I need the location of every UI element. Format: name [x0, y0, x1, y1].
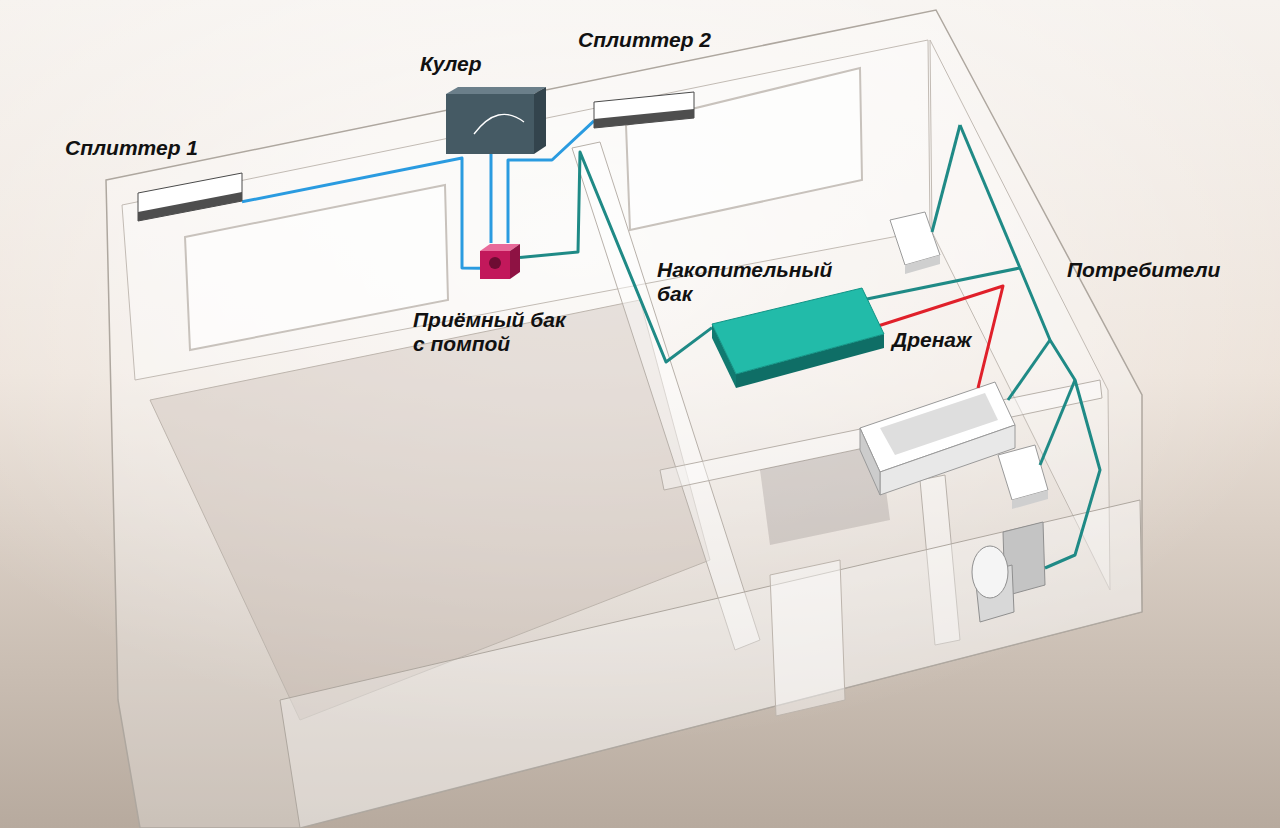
split-unit: Сплиттер 1	[138, 173, 242, 221]
node-label: Приёмный бак с помпой	[413, 308, 573, 356]
pipe-connector	[490, 154, 493, 243]
sink	[890, 212, 940, 265]
sink-side	[1012, 490, 1048, 509]
right-wall	[930, 40, 1110, 590]
bathtub-front	[880, 425, 1015, 495]
sink	[998, 445, 1048, 500]
outer-shell	[106, 10, 1142, 828]
front-wall	[280, 500, 1142, 828]
storage-tank-shape	[712, 286, 888, 390]
split-unit-shape	[138, 173, 242, 221]
node-label: Сплиттер 2	[578, 28, 711, 52]
partition-wall	[572, 142, 760, 650]
pipe-connector	[242, 158, 480, 268]
sink-side	[905, 255, 940, 274]
toilet-bowl	[972, 546, 1008, 598]
split-unit: Сплиттер 2	[594, 92, 694, 128]
back-wall	[122, 40, 930, 380]
right-window	[626, 68, 862, 230]
left-window	[185, 185, 448, 350]
cooler-unit: Кулер	[446, 84, 546, 154]
node-label: Сплиттер 1	[65, 136, 198, 160]
split-unit-shape	[594, 92, 694, 128]
pump-tank-shape	[480, 243, 520, 279]
storage-tank: Накопительный бак	[712, 286, 888, 390]
drain-label: Дренаж	[892, 328, 972, 352]
door-opening	[770, 560, 845, 716]
bathtub-left	[860, 428, 880, 495]
drain-pipe	[878, 286, 1003, 388]
water-pipes	[862, 125, 1100, 568]
consumers-label: Потребители	[1067, 258, 1220, 282]
pump-tank: Приёмный бак с помпой	[480, 243, 520, 279]
node-label: Накопительный бак	[657, 258, 842, 306]
node-label: Кулер	[420, 52, 482, 76]
cooler-unit-shape	[446, 84, 546, 154]
